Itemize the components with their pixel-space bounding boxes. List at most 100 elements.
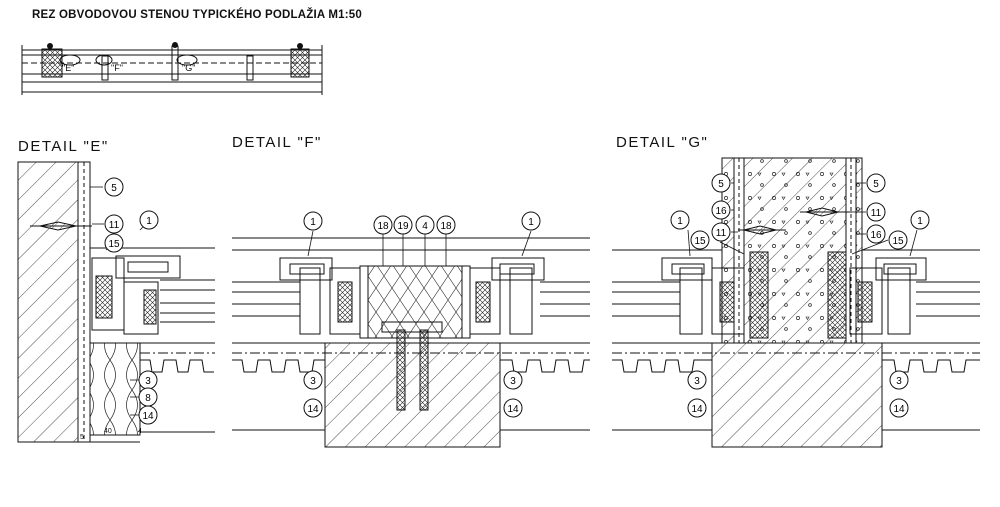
svg-text:1: 1	[310, 217, 316, 228]
callout: 5	[104, 177, 124, 197]
callout: 14	[503, 398, 523, 418]
callout: 5	[866, 173, 886, 193]
svg-text:5: 5	[718, 179, 724, 190]
detail-f-fire-insulation	[367, 265, 463, 339]
detail-g-frame-right	[849, 267, 883, 335]
detail-e-exterior-wall	[17, 161, 79, 443]
leader	[307, 230, 314, 257]
callout: 3	[503, 370, 523, 390]
callout: 18	[373, 215, 393, 235]
detail-f-transom-inner	[289, 263, 325, 275]
svg-text:8: 8	[145, 393, 151, 404]
svg-text:19: 19	[397, 221, 409, 232]
callout: 1	[521, 211, 541, 231]
svg-text:5: 5	[873, 179, 879, 190]
callout: 15	[690, 230, 710, 250]
detail-g-seal-right	[827, 251, 847, 339]
callout: 11	[711, 222, 731, 242]
callout: 16	[866, 224, 886, 244]
leader	[687, 229, 691, 257]
detail-e-gasket	[143, 289, 157, 325]
drawing-title: REZ OBVODOVOU STENOU TYPICKÉHO PODLAŽIA …	[32, 9, 362, 21]
dimension-text: 4	[138, 428, 142, 435]
callout: 15	[104, 233, 124, 253]
svg-text:15: 15	[108, 239, 120, 250]
detail-e-mullion	[123, 281, 159, 335]
detail-f-transom-inner	[499, 263, 535, 275]
svg-text:11: 11	[871, 208, 882, 219]
detail-e-deck	[140, 359, 214, 373]
detail-f-deck	[500, 359, 590, 373]
dimension-text: 5	[80, 434, 84, 441]
svg-text:15: 15	[694, 236, 706, 247]
callout: 1	[670, 210, 690, 230]
detail-f-thermal-break	[475, 281, 491, 323]
detail-g	[612, 157, 980, 448]
overview-label-e: "E"	[62, 63, 74, 73]
callout: 1	[910, 210, 930, 230]
detail-f-callouts: 1 18 19 4 18 1 3 3 14 14	[303, 211, 541, 418]
detail-f-transom	[491, 257, 545, 281]
overview-column	[41, 48, 63, 78]
detail-f	[232, 237, 590, 448]
svg-text:16: 16	[715, 206, 727, 217]
detail-g-leaders	[687, 182, 918, 257]
svg-text:1: 1	[528, 217, 534, 228]
detail-f-bracket	[381, 321, 443, 333]
callout: 19	[393, 215, 413, 235]
svg-text:3: 3	[310, 376, 316, 387]
svg-text:15: 15	[892, 236, 904, 247]
detail-f-leaders	[307, 230, 532, 266]
svg-text:4: 4	[422, 221, 428, 232]
svg-text:1: 1	[146, 216, 152, 227]
overview-mullion	[246, 55, 254, 81]
svg-text:14: 14	[507, 404, 519, 415]
detail-f-bolt	[396, 329, 406, 411]
callout: 14	[687, 398, 707, 418]
svg-text:11: 11	[109, 220, 120, 231]
callout: 3	[889, 370, 909, 390]
callout: 4	[415, 215, 435, 235]
callout: 11	[104, 214, 124, 234]
detail-f-title: DETAIL "F"	[232, 134, 322, 151]
detail-g-title: DETAIL "G"	[616, 134, 709, 151]
callout: 14	[138, 405, 158, 425]
overview-mullion	[101, 55, 109, 81]
svg-text:3: 3	[145, 376, 151, 387]
svg-text:3: 3	[896, 376, 902, 387]
detail-g-frame-left	[711, 267, 745, 335]
callout: 8	[138, 387, 158, 407]
leader	[851, 239, 889, 255]
dimension-text: 40	[104, 428, 112, 435]
detail-g-thermal-break	[719, 281, 735, 323]
overview-marker	[47, 43, 53, 49]
svg-text:14: 14	[691, 404, 703, 415]
svg-text:14: 14	[893, 404, 905, 415]
detail-g-mullion-left	[679, 267, 703, 335]
detail-f-deck	[232, 359, 325, 373]
svg-text:18: 18	[440, 221, 452, 232]
overview-marker	[297, 43, 303, 49]
detail-g-deck	[612, 359, 712, 373]
callout: 5	[711, 173, 731, 193]
svg-text:5: 5	[111, 183, 117, 194]
overview-label-g: "G"	[182, 63, 195, 73]
overview-plan	[21, 42, 323, 95]
svg-text:1: 1	[677, 216, 683, 227]
overview-marker	[172, 42, 178, 48]
overview-ellipse	[176, 54, 198, 66]
detail-g-mullion-right	[887, 267, 911, 335]
callout: 3	[687, 370, 707, 390]
callout: 16	[711, 200, 731, 220]
callout: 1	[303, 211, 323, 231]
callout: 15	[888, 230, 908, 250]
detail-e-transom-inner	[127, 261, 169, 273]
overview-ellipse	[95, 54, 113, 66]
detail-f-sealant	[359, 265, 369, 339]
detail-f-mullion-left	[299, 267, 321, 335]
detail-g-deck	[882, 359, 980, 373]
detail-g-callouts: 1 5 16 11 15 3 14 5 11 16 15 1 3 14	[670, 173, 930, 418]
callout: 18	[436, 215, 456, 235]
detail-f-bolt	[419, 329, 429, 411]
